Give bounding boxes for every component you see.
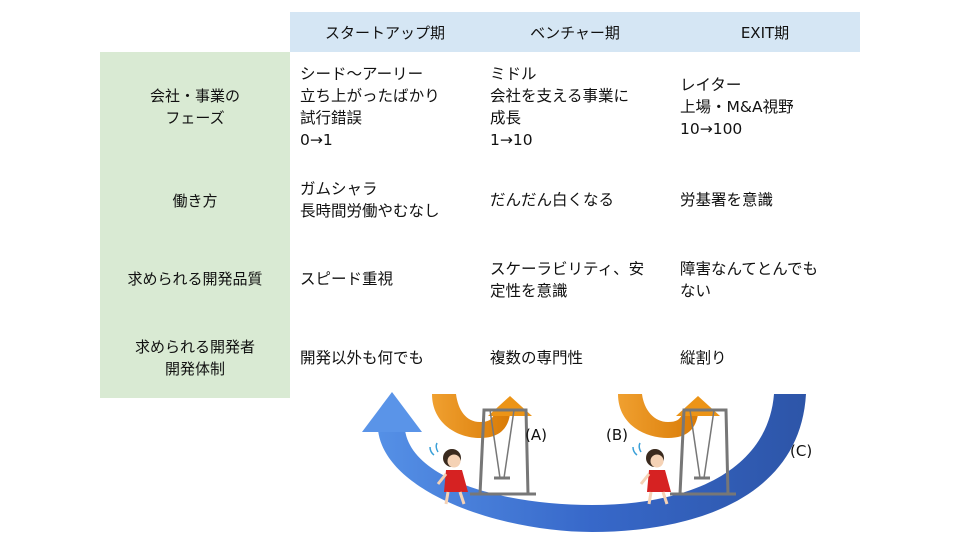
row-label-workstyle: 働き方: [100, 162, 290, 240]
orange-arrow-b: [618, 394, 698, 438]
header-startup-label: スタートアップ期: [324, 23, 445, 42]
row-label-team-text: 求められる開発者 開発体制: [134, 338, 255, 378]
cell-phase-startup: シード～アーリー 立ち上がったばかり 試行錯誤 0→1: [300, 65, 440, 149]
header-exit: EXIT期: [670, 12, 860, 52]
swing-1: [470, 408, 536, 496]
label-a: (A): [525, 426, 547, 444]
row-label-team: 求められる開発者 開発体制: [100, 318, 290, 398]
cell-team-exit: 縦割り: [680, 349, 727, 367]
row-label-quality-text: 求められる開発品質: [127, 270, 263, 288]
row-label-workstyle-text: 働き方: [172, 192, 218, 210]
row-label-quality: 求められる開発品質: [100, 240, 290, 318]
blue-arrow-c-head: [362, 392, 422, 432]
cell-team-startup: 開発以外も何でも: [300, 349, 425, 367]
row-label-phase: 会社・事業の フェーズ: [100, 52, 290, 162]
girl-figure-2: [632, 442, 671, 505]
row-label-phase-text: 会社・事業の フェーズ: [149, 87, 240, 127]
header-exit-label: EXIT期: [740, 23, 790, 42]
cell-phase-venture: ミドル 会社を支える事業に 成長 1→10: [490, 65, 630, 149]
cell-workstyle-venture: だんだん白くなる: [490, 191, 615, 209]
header-venture: ベンチャー期: [480, 12, 670, 52]
cell-quality-startup: スピード重視: [300, 270, 394, 288]
girl-figure-1: [429, 442, 468, 505]
header-venture-label: ベンチャー期: [530, 23, 620, 42]
label-c: (C): [790, 442, 813, 460]
cell-phase-exit: レイター 上場・M&A視野 10→100: [680, 76, 794, 138]
orange-arrow-a: [432, 394, 510, 438]
cell-workstyle-startup: ガムシャラ 長時間労働やむなし: [300, 180, 440, 220]
cell-workstyle-exit: 労基署を意識: [680, 191, 774, 209]
cell-team-venture: 複数の専門性: [490, 349, 584, 367]
swing-2: [670, 408, 736, 496]
cell-quality-venture: スケーラビリティ、安 定性を意識: [490, 260, 645, 300]
label-b: (B): [606, 426, 628, 444]
header-startup: スタートアップ期: [290, 12, 480, 52]
cell-quality-exit: 障害なんてとんでも ない: [680, 260, 818, 300]
blue-arrow-c: [378, 394, 806, 532]
